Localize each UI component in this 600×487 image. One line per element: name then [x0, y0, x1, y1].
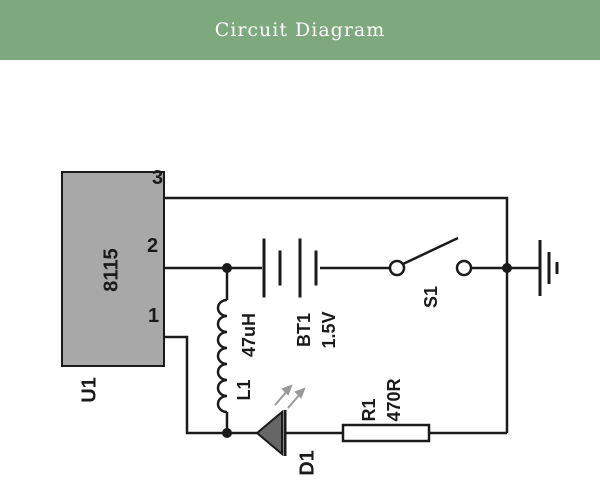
- switch-s1: [388, 236, 473, 277]
- led-d1: [255, 384, 306, 457]
- battery-value: 1.5V: [319, 311, 339, 348]
- resistor-value: 470R: [384, 378, 404, 421]
- ic-pin-3-label: 3: [152, 167, 163, 189]
- light-rays-icon: [274, 384, 306, 409]
- inductor-ref: L1: [234, 379, 254, 400]
- page-title: Circuit Diagram: [214, 19, 386, 41]
- inductor-l1: [216, 268, 229, 433]
- battery-ref: BT1: [294, 313, 314, 347]
- header-bar: Circuit Diagram: [0, 0, 600, 60]
- ic-pin-2-label: 2: [147, 235, 158, 257]
- resistor-ref: R1: [359, 398, 379, 421]
- junction-dot: [502, 263, 512, 273]
- circuit-diagram: 8115 U1 3 2 1 BT1 1.5V: [61, 167, 559, 476]
- inductor-value: 47uH: [239, 313, 259, 357]
- wire-pin1: [164, 335, 507, 435]
- ic-pin-1-label: 1: [148, 305, 159, 327]
- led-ref: D1: [296, 450, 318, 476]
- ic-u1-ref: U1: [78, 377, 100, 403]
- switch-ref: S1: [421, 286, 441, 308]
- resistor-r1: [341, 423, 431, 443]
- ic-u1-part: 8115: [100, 248, 122, 291]
- ground-icon: [538, 240, 559, 296]
- circuit-canvas: 8115 U1 3 2 1 BT1 1.5V: [0, 60, 600, 483]
- wire-pin3: [164, 196, 509, 433]
- battery-bt1: [262, 238, 318, 298]
- ic-u1-body: [61, 171, 165, 367]
